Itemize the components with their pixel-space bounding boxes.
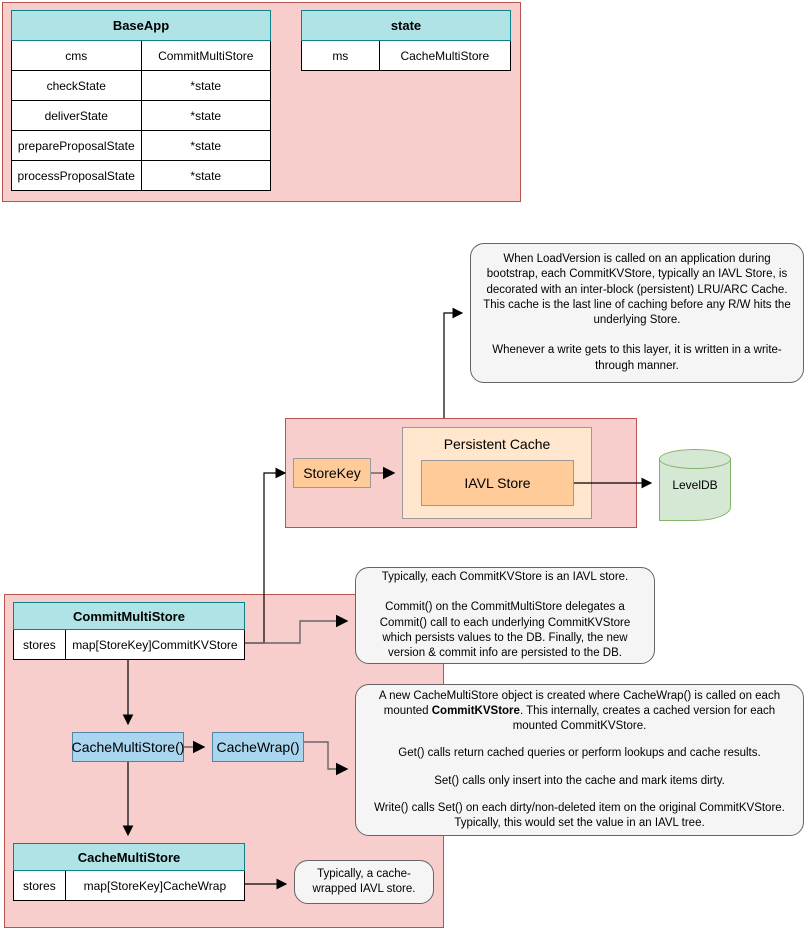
state-table-header: state	[301, 10, 511, 41]
persistent-cache-note: When LoadVersion is called on an applica…	[470, 243, 804, 383]
commitmultistore-field-type: map[StoreKey]CommitKVStore	[72, 637, 238, 652]
baseapp-table: BaseApp cms CommitMultiStore checkState …	[11, 10, 271, 191]
table-row: processProposalState *state	[11, 161, 271, 191]
storekey-box: StoreKey	[293, 458, 371, 488]
wire-cache-to-note	[443, 307, 464, 418]
cylinder-top	[659, 449, 731, 469]
table-row: stores map[StoreKey]CommitKVStore	[13, 630, 245, 660]
baseapp-field-name: prepareProposalState	[12, 131, 142, 160]
baseapp-field-type: *state	[190, 168, 222, 183]
table-row: ms CacheMultiStore	[301, 41, 511, 71]
table-row: checkState *state	[11, 71, 271, 101]
iavl-store-box: IAVL Store	[421, 460, 574, 506]
baseapp-field-name: cms	[12, 41, 142, 70]
table-row: prepareProposalState *state	[11, 131, 271, 161]
baseapp-field-type: CommitMultiStore	[158, 48, 254, 63]
table-row: stores map[StoreKey]CacheWrap	[13, 871, 245, 901]
cachewrap-fn-box: CacheWrap()	[212, 732, 304, 762]
leveldb-cylinder: LevelDB	[659, 449, 731, 521]
cachemultistore-field-name: stores	[14, 871, 66, 900]
baseapp-field-type: *state	[190, 78, 222, 93]
state-table: state ms CacheMultiStore	[301, 10, 511, 71]
state-field-name: ms	[302, 41, 380, 70]
cachemultistore-table: CacheMultiStore stores map[StoreKey]Cach…	[13, 843, 245, 901]
persistent-cache-title: Persistent Cache	[443, 436, 551, 452]
cachemultistore-field-type: map[StoreKey]CacheWrap	[83, 878, 227, 893]
baseapp-field-name: deliverState	[12, 101, 142, 130]
leveldb-label: LevelDB	[672, 478, 718, 492]
cachewrapped-note: Typically, a cache-wrapped IAVL store.	[294, 860, 434, 904]
baseapp-field-type: *state	[190, 138, 222, 153]
cachewrap-note-p3: Set() calls only insert into the cache a…	[434, 774, 725, 787]
commitmultistore-field-name: stores	[14, 630, 66, 659]
cachewrap-note-p1-bold: CommitKVStore	[431, 705, 520, 718]
commitmultistore-table-header: CommitMultiStore	[13, 602, 245, 630]
baseapp-field-type: *state	[190, 108, 222, 123]
cachemultistore-table-header: CacheMultiStore	[13, 843, 245, 871]
cachewrap-note-p2: Get() calls return cached queries or per…	[398, 747, 761, 760]
table-row: cms CommitMultiStore	[11, 41, 271, 71]
cachewrap-note: A new CacheMultiStore object is created …	[355, 684, 804, 836]
commit-note: Typically, each CommitKVStore is an IAVL…	[355, 567, 655, 664]
commitmultistore-table: CommitMultiStore stores map[StoreKey]Com…	[13, 602, 245, 660]
baseapp-field-name: checkState	[12, 71, 142, 100]
cachewrap-note-p1: A new CacheMultiStore object is created …	[368, 689, 791, 735]
cachemultistore-fn-box: CacheMultiStore()	[72, 732, 184, 762]
cachewrap-note-p1-after: . This internally, creates a cached vers…	[512, 705, 776, 733]
baseapp-table-header: BaseApp	[11, 10, 271, 41]
cachewrap-note-p4: Write() calls Set() on each dirty/non-de…	[374, 801, 785, 829]
table-row: deliverState *state	[11, 101, 271, 131]
state-field-type: CacheMultiStore	[400, 48, 490, 63]
baseapp-field-name: processProposalState	[12, 161, 142, 190]
cachewrap-note-p1-before: A new CacheMultiStore object is created …	[378, 689, 781, 718]
